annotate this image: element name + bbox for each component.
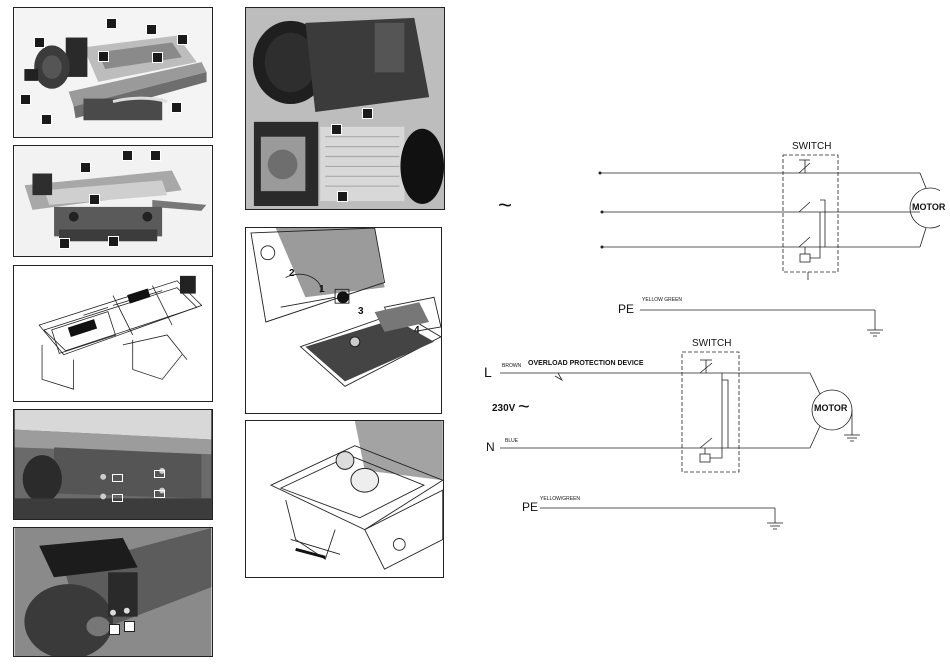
callout-marker xyxy=(98,51,109,62)
frame-line-drawing xyxy=(14,266,212,401)
dust-port-photo xyxy=(246,8,444,209)
motor-label: MOTOR xyxy=(814,403,847,413)
step-number: 3 xyxy=(358,306,364,317)
blue-wire-label: BLUE xyxy=(505,438,518,444)
arrow-marker xyxy=(154,490,165,498)
callout-marker xyxy=(41,114,52,125)
figure-belt-roller xyxy=(13,527,213,657)
callout-marker xyxy=(337,191,348,202)
voltage-label: 230V xyxy=(492,403,515,414)
callout-marker xyxy=(150,150,161,161)
ac-symbol: ~ xyxy=(498,192,512,220)
roller-bracket-drawing xyxy=(246,421,443,577)
motor-label: MOTOR xyxy=(912,202,945,212)
arrow-marker xyxy=(112,474,123,482)
pe-wire-label: YELLOW GREEN xyxy=(642,297,682,303)
figure-frame-drawing xyxy=(13,265,213,402)
callout-marker xyxy=(122,150,133,161)
step-number: 2 xyxy=(289,268,295,279)
pe-label: PE xyxy=(618,302,634,316)
step-number: 1 xyxy=(319,284,325,295)
callout-marker xyxy=(362,108,373,119)
step-number: 4 xyxy=(414,325,420,336)
callout-marker xyxy=(331,124,342,135)
callout-marker xyxy=(106,18,117,29)
figure-belt-tension: 2 1 3 4 xyxy=(245,227,442,414)
wiring-diagrams: SWITCH MOTOR ~ PE YELLOW GREEN SWITCH MO… xyxy=(470,130,940,550)
callout-marker xyxy=(152,52,163,63)
overload-protection-label: OVERLOAD PROTECTION DEVICE xyxy=(528,360,644,367)
callout-marker xyxy=(89,194,100,205)
callout-marker xyxy=(146,24,157,35)
ac-symbol: ~ xyxy=(518,396,530,419)
arrow-marker xyxy=(112,494,123,502)
callout-marker xyxy=(20,94,31,105)
callout-marker xyxy=(59,238,70,249)
callout-marker xyxy=(80,162,91,173)
pe-wire-label: YELLOW/GREEN xyxy=(540,496,580,502)
callout-marker xyxy=(171,102,182,113)
belt-roller-photo xyxy=(14,528,212,656)
switch-label: SWITCH xyxy=(692,338,731,349)
figure-sander-side xyxy=(13,145,213,257)
figure-roller-bracket xyxy=(245,420,444,578)
closeup-photo xyxy=(14,410,212,519)
line-l-label: L xyxy=(484,364,492,380)
callout-marker xyxy=(108,236,119,247)
callout-marker xyxy=(124,621,135,632)
callout-marker xyxy=(34,37,45,48)
callout-marker xyxy=(177,34,188,45)
callout-marker xyxy=(109,624,120,635)
figure-sander-overview xyxy=(13,7,213,138)
line-n-label: N xyxy=(486,440,495,454)
belt-tension-drawing xyxy=(246,228,441,413)
arrow-marker xyxy=(154,470,165,478)
pe-label: PE xyxy=(522,500,538,514)
switch-label: SWITCH xyxy=(792,141,831,152)
figure-dust-port-motor xyxy=(245,7,445,210)
figure-closeup-arrows xyxy=(13,409,213,520)
brown-wire-label: BROWN xyxy=(502,363,521,369)
